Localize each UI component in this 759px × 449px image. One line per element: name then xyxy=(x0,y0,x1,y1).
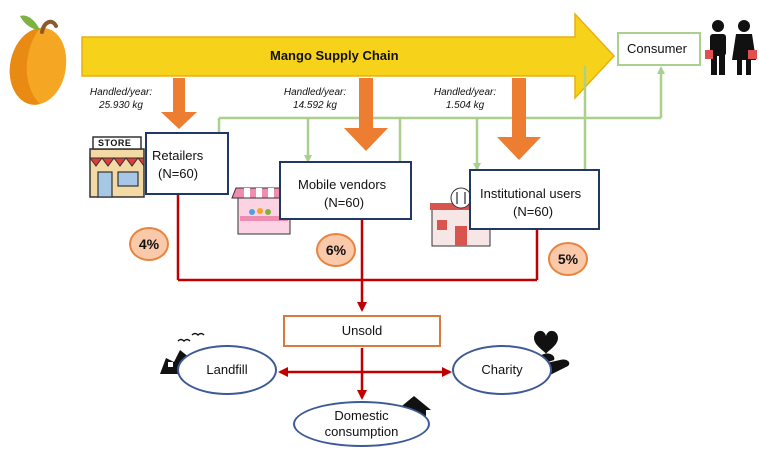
institutional-users-box: Institutional users (N=60) xyxy=(469,169,600,230)
domestic-consumption-label: Domestic consumption xyxy=(324,408,399,439)
supply-chain-title: Mango Supply Chain xyxy=(270,48,399,63)
institutional-handled: Handled/year: 1.504 kg xyxy=(432,86,498,112)
handled-value: 14.592 kg xyxy=(293,100,337,111)
retailers-box: Retailers (N=60) xyxy=(145,132,229,195)
handled-value: 1.504 kg xyxy=(445,100,485,111)
institution-building-icon xyxy=(430,187,492,247)
supply-chain-arrow xyxy=(81,12,616,100)
consumer-flow-lines xyxy=(217,66,665,171)
institutional-users-name: Institutional users xyxy=(480,186,582,201)
unsold-box: Unsold xyxy=(283,315,441,347)
unsold-label: Unsold xyxy=(341,323,383,338)
domestic-consumption-ellipse: Domestic consumption xyxy=(293,401,430,447)
charity-label: Charity xyxy=(481,362,523,377)
mango-icon xyxy=(9,15,67,105)
retailers-name: Retailers xyxy=(152,148,204,163)
mobile-vendors-unsold-pct: 6% xyxy=(316,233,356,267)
mobile-vendors-handled: Handled/year: 14.592 kg xyxy=(282,86,348,112)
mobile-vendors-name: Mobile vendors xyxy=(298,177,387,192)
handled-label: Handled/year: xyxy=(433,87,497,98)
handled-arrows xyxy=(161,78,541,160)
handled-value: 25.930 kg xyxy=(99,100,143,111)
consumer-box: Consumer xyxy=(617,32,701,66)
store-sign-text: STORE xyxy=(98,138,132,148)
retailers-count: (N=60) xyxy=(158,166,199,181)
mobile-vendors-box: Mobile vendors (N=60) xyxy=(279,161,412,220)
store-icon xyxy=(89,136,145,198)
retailers-handled: Handled/year: 25.930 kg xyxy=(88,86,154,112)
handled-label: Handled/year: xyxy=(89,87,153,98)
consumer-label: Consumer xyxy=(627,41,687,56)
unsold-flow-lines xyxy=(176,195,539,400)
institutional-users-count: (N=60) xyxy=(513,204,554,219)
mobile-vendors-count: (N=60) xyxy=(324,195,365,210)
consumer-people-icon xyxy=(705,20,757,75)
handled-label: Handled/year: xyxy=(283,87,347,98)
charity-ellipse: Charity xyxy=(452,345,552,395)
institutional-unsold-pct: 5% xyxy=(548,242,588,276)
retailers-unsold-pct: 4% xyxy=(129,227,169,261)
landfill-ellipse: Landfill xyxy=(177,345,277,395)
landfill-label: Landfill xyxy=(206,362,248,377)
